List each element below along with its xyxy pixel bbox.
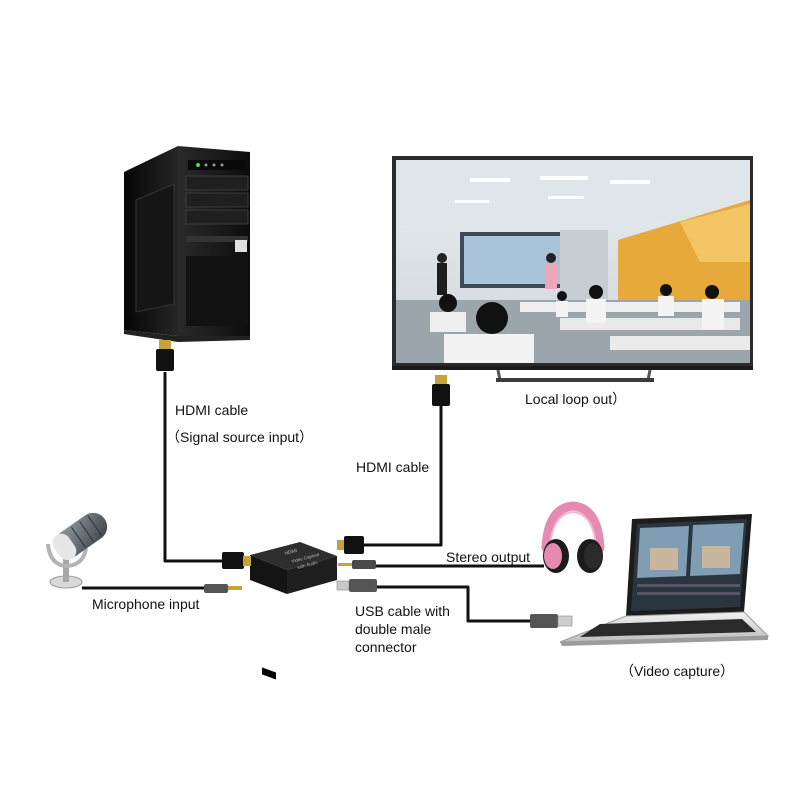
usb-plug-device bbox=[336, 579, 377, 592]
hdmi-plug-tv bbox=[432, 375, 450, 406]
label-usb-cable: USB cable with double male connector bbox=[355, 603, 450, 655]
device-brand-text: HDMI bbox=[284, 548, 298, 557]
cables bbox=[82, 372, 544, 623]
label-signal-source-input: （Signal source input） bbox=[166, 429, 314, 445]
microphone-jack bbox=[204, 584, 242, 593]
headphones bbox=[541, 501, 605, 573]
label-video-capture: （Video capture） bbox=[620, 663, 735, 679]
television bbox=[392, 156, 753, 382]
usb-plug-laptop bbox=[530, 614, 573, 628]
pc-tower bbox=[124, 146, 250, 342]
stereo-jack bbox=[338, 560, 376, 569]
hdmi-cable-loop bbox=[362, 403, 443, 547]
hdmi-plug-device-out bbox=[337, 536, 364, 554]
microphone bbox=[46, 512, 108, 589]
laptop bbox=[559, 514, 770, 646]
capture-device: HDMI Video Capture with Audio bbox=[250, 542, 337, 680]
label-hdmi-cable-loop: HDMI cable bbox=[356, 459, 430, 475]
hdmi-plug-pc bbox=[156, 340, 174, 371]
usb-cable bbox=[377, 585, 532, 623]
device-sub-text: with Audio bbox=[297, 560, 319, 570]
label-microphone-input: Microphone input bbox=[92, 596, 200, 612]
label-hdmi-cable-source: HDMI cable bbox=[175, 402, 249, 418]
label-local-loop-out: Local loop out） bbox=[525, 391, 627, 407]
label-stereo-output: Stereo output bbox=[446, 549, 531, 565]
hdmi-plug-device-in bbox=[222, 552, 251, 569]
hdmi-cable-source bbox=[163, 372, 226, 563]
